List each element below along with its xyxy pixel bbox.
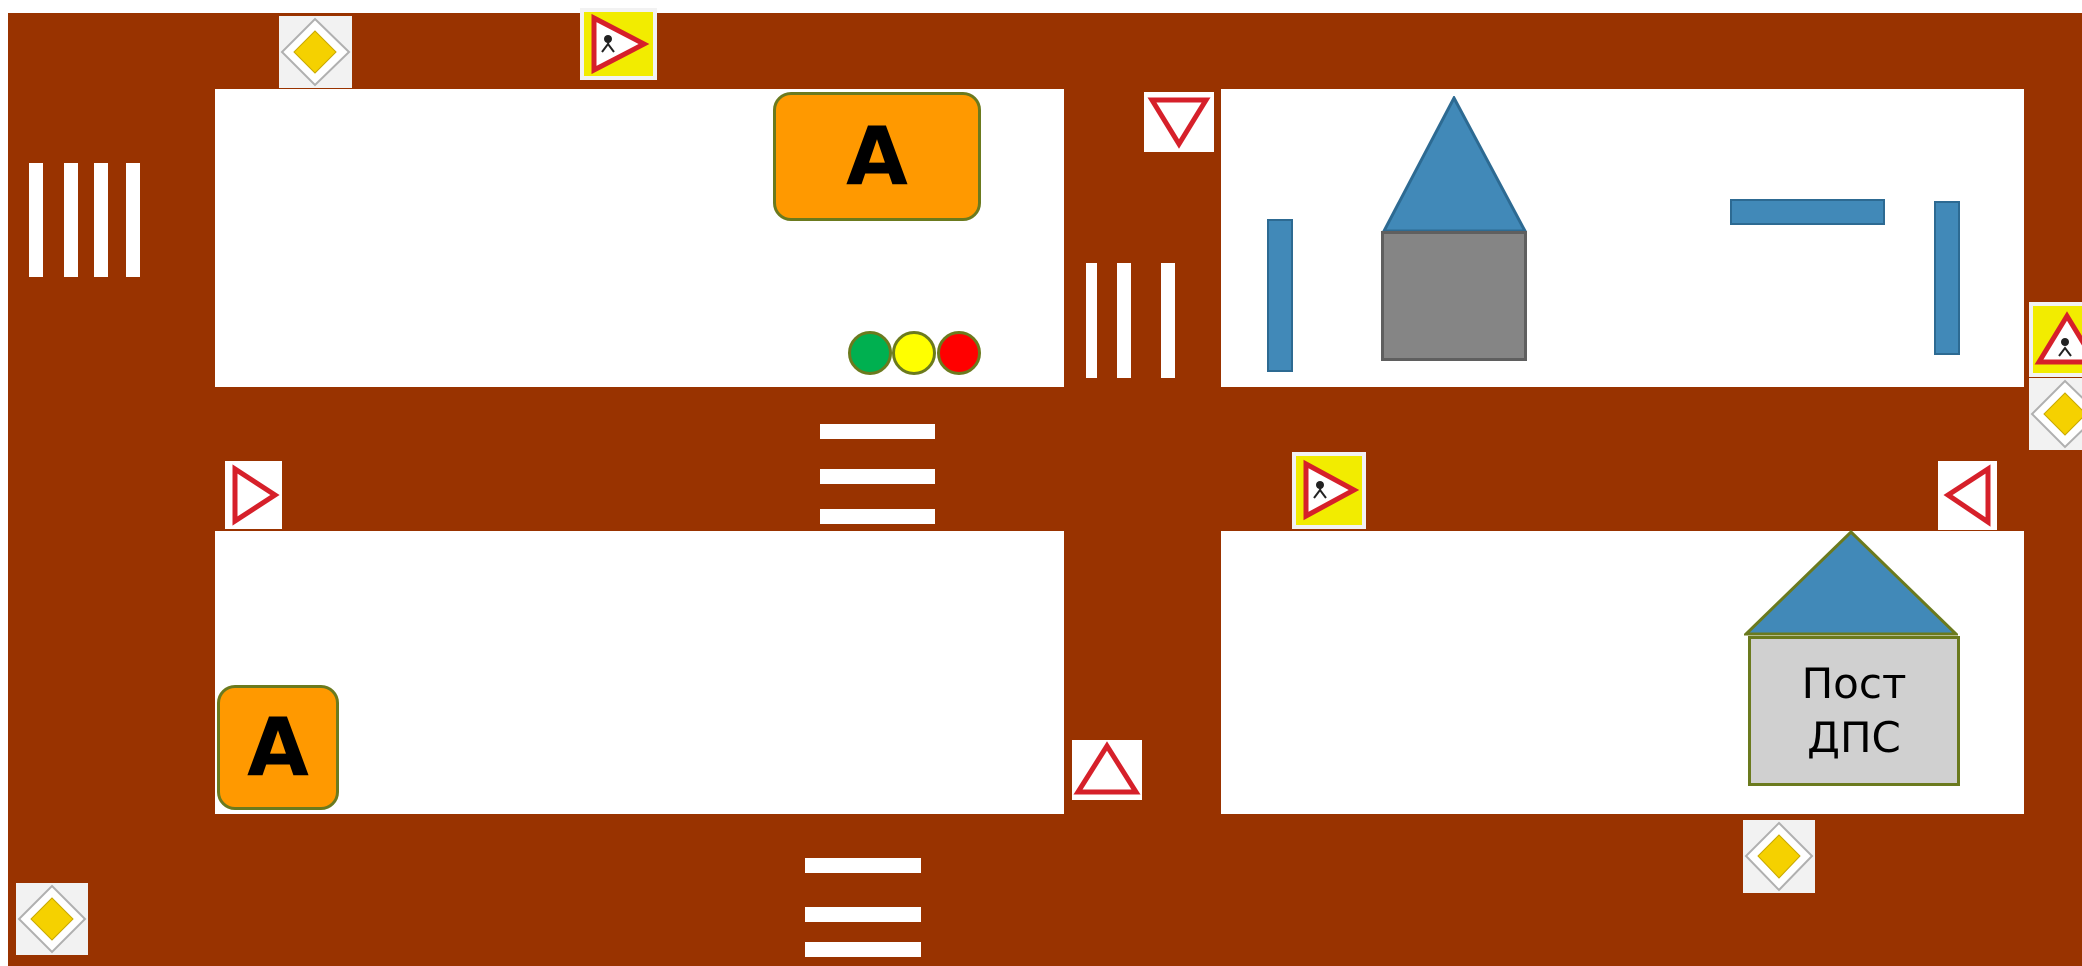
- traffic-light-red: [937, 331, 981, 375]
- fence-top: [1730, 199, 1885, 225]
- priority-road-icon: [279, 16, 352, 88]
- children-crossing-sign: [580, 8, 657, 80]
- priority-road-sign: [1743, 820, 1815, 893]
- children-crossing-icon: [1292, 452, 1366, 529]
- fence-left: [1267, 219, 1293, 372]
- children-crossing-sign: [1292, 452, 1366, 529]
- warning-triangle-sign: [225, 461, 282, 529]
- children-crossing-icon: [2029, 302, 2082, 377]
- warning-triangle-sign: [1072, 740, 1142, 800]
- warning-triangle-sign: [1938, 461, 1997, 530]
- priority-road-icon: [2029, 378, 2082, 450]
- post-label-line2: ДПС: [1807, 711, 1901, 765]
- triangle-up-icon: [1072, 740, 1142, 800]
- bus-stop-top-label: А: [846, 110, 908, 203]
- triangle-left-icon: [1938, 461, 1997, 530]
- bus-stop-bottom: А: [217, 685, 339, 810]
- post-building: Пост ДПС: [1748, 636, 1960, 786]
- building-roof-icon: [1382, 96, 1527, 233]
- bus-stop-bottom-label: А: [247, 701, 309, 794]
- traffic-light-green: [848, 331, 892, 375]
- bus-stop-top: А: [773, 92, 981, 221]
- post-roof-icon: [1744, 530, 1958, 636]
- children-crossing-sign: [2029, 302, 2082, 377]
- yield-triangle-icon: [1144, 92, 1214, 152]
- block-bottom-left: [215, 531, 1064, 814]
- priority-road-sign: [16, 883, 88, 955]
- priority-road-sign: [279, 16, 352, 88]
- traffic-light-yellow: [892, 331, 936, 375]
- triangle-right-icon: [225, 461, 282, 529]
- building-wall: [1381, 231, 1527, 361]
- priority-road-icon: [16, 883, 88, 955]
- block-top-right: [1221, 89, 2024, 387]
- yield-sign: [1144, 92, 1214, 152]
- priority-road-sign: [2029, 378, 2082, 450]
- priority-road-icon: [1743, 820, 1815, 893]
- post-label-line1: Пост: [1802, 657, 1907, 711]
- fence-right: [1934, 201, 1960, 355]
- children-crossing-icon: [580, 8, 657, 80]
